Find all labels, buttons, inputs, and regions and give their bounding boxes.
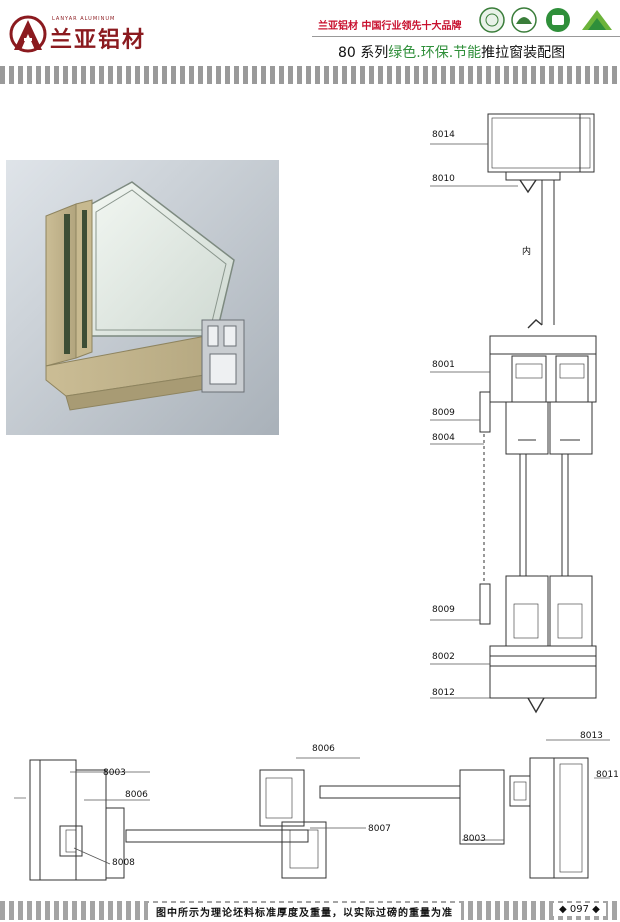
label-8008: 8008 [112,858,135,868]
label-8006-left: 8006 [125,790,148,800]
title-green: 绿色.环保.节能 [388,45,482,61]
label-8002: 8002 [432,652,455,662]
label-8003-left: 8003 [103,768,126,778]
footer-note: 图中所示为理论坯料标准厚度及重量，以实际过磅的重量为准 [148,903,461,920]
badge-row [478,6,618,34]
window-corner-photo [6,160,279,435]
label-8004: 8004 [432,433,455,443]
title-suffix: 推拉窗装配图 [481,45,566,61]
label-8012: 8012 [432,688,455,698]
quality-badge-icon [546,8,570,32]
label-8009-lower: 8009 [432,605,455,615]
environment-badge-icon [511,7,537,33]
logo-subtitle: LANYAR ALUMINUM [52,16,116,22]
label-8010: 8010 [432,174,455,184]
slogan: 兰亚铝材 中国行业领先十大品牌 [318,21,462,32]
label-8006-middle: 8006 [312,744,335,754]
title-prefix: 80 系列 [338,45,389,61]
label-8001: 8001 [432,360,455,370]
interior-label: 内 [522,247,532,257]
label-8014: 8014 [432,130,455,140]
page-title: 80 系列绿色.环保.节能推拉窗装配图 [338,42,565,62]
certification-badge-icon [479,7,505,33]
label-8007: 8007 [368,824,391,834]
label-8003-right: 8003 [463,834,486,844]
logo-text: 兰亚铝材 [50,27,147,53]
label-8013: 8013 [580,731,603,741]
page-number: ◆ 097 ◆ [553,903,606,916]
label-8011: 8011 [596,770,619,780]
company-logo-icon [9,15,47,53]
green-leaf-badge-icon [578,8,616,32]
horizontal-section-drawing [14,739,610,881]
header-divider [312,36,620,37]
header-stripe [0,66,620,84]
vertical-section-drawing [430,113,597,714]
label-8009-upper: 8009 [432,408,455,418]
